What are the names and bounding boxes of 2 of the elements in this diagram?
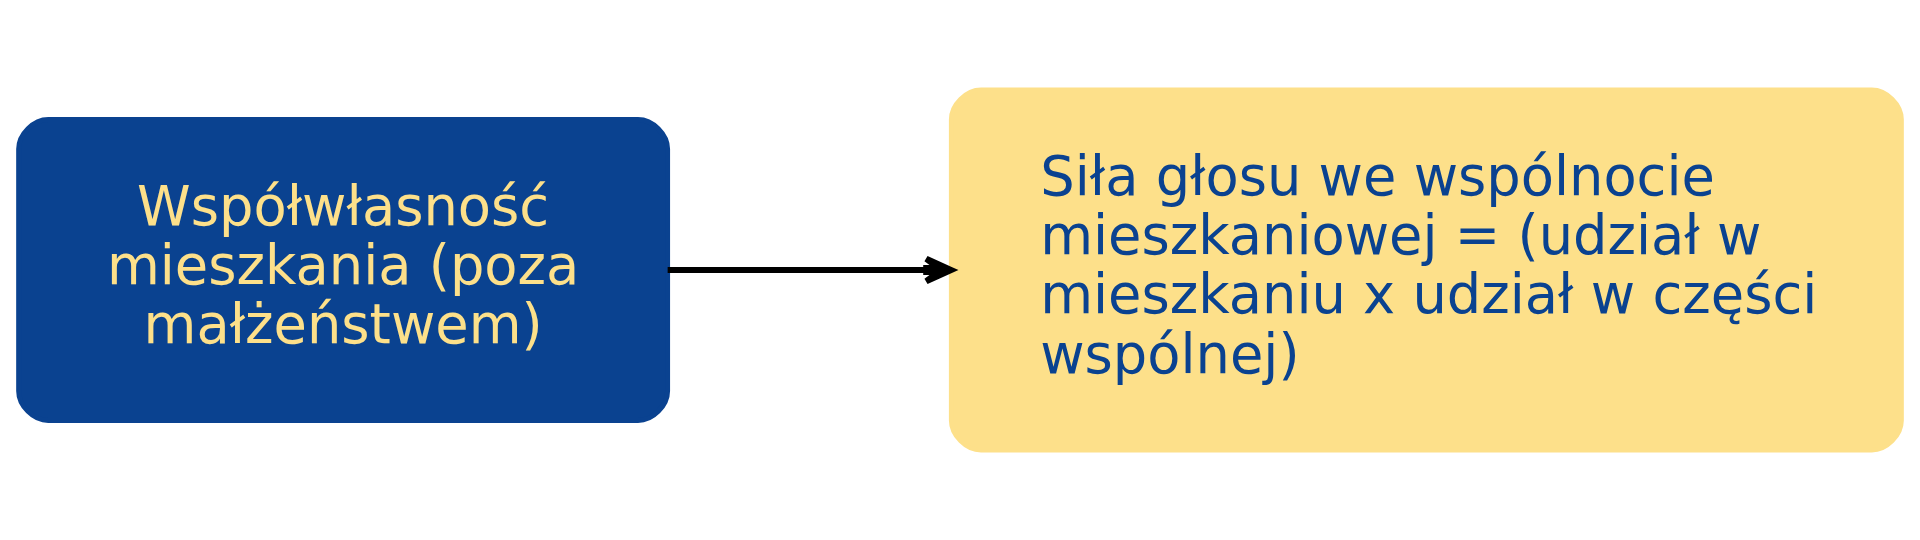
- node-box: Współwłasność mieszkania (poza małżeństwem): [16, 117, 671, 423]
- node-box: Siła głosu we wspólnocie mieszkaniowej = (udział w mieszkaniu x udział w części wspólnej): [948, 87, 1904, 453]
